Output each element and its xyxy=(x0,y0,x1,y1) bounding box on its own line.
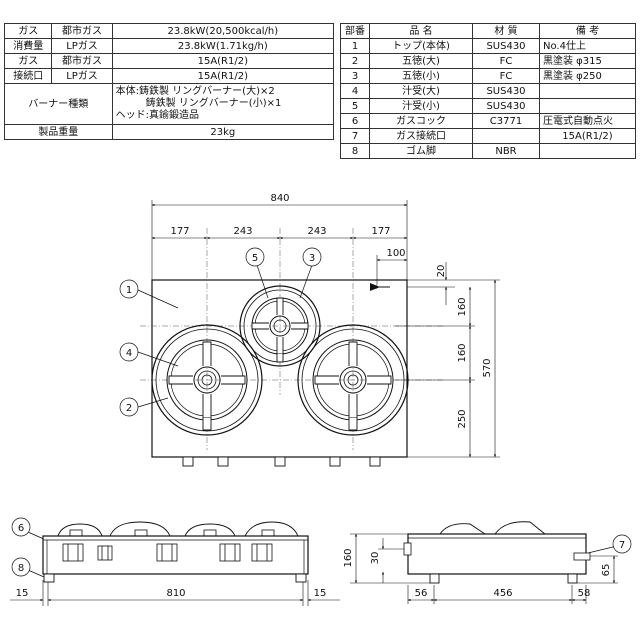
dim-segment: 243 xyxy=(307,226,326,237)
dim-side-vertical: 30 xyxy=(370,552,381,565)
callout-number: 8 xyxy=(18,563,24,574)
callout-number: 4 xyxy=(126,348,132,359)
dim-side-vertical: 160 xyxy=(343,548,354,567)
row-sublabel: LPガス xyxy=(51,68,113,84)
front-view xyxy=(42,521,309,583)
part-note xyxy=(539,143,636,159)
dim-side-vertical: 65 xyxy=(601,564,612,577)
side-view xyxy=(403,521,591,584)
callout-labels: 1 2 3 4 5 6 7 8 xyxy=(18,253,625,574)
dim-side-horizontal: 56 xyxy=(415,588,428,599)
dim-total-depth: 570 xyxy=(482,358,493,377)
dim-front: 810 xyxy=(166,588,185,599)
callouts xyxy=(11,247,632,578)
dim-front: 15 xyxy=(314,588,327,599)
callout-number: 6 xyxy=(18,523,24,534)
dim-segment: 177 xyxy=(170,226,189,237)
dim-right-top: 20 xyxy=(436,265,447,278)
dim-segment: 243 xyxy=(233,226,252,237)
callout-number: 1 xyxy=(126,285,132,296)
callout-number: 5 xyxy=(252,253,258,264)
dimension-lines-top xyxy=(151,200,500,458)
dimension-labels-side: 160 30 65 56 456 58 xyxy=(343,548,612,599)
burner-type-value: 本体:鋳鉄製 リングバーナー(大)×2 鋳鉄製 リングバーナー(小)×1 ヘッド… xyxy=(111,83,335,125)
dimension-lines-side xyxy=(350,533,618,604)
dim-right-segment: 160 xyxy=(457,297,468,316)
weight-value: 23kg xyxy=(111,124,335,140)
part-name: ゴム脚 xyxy=(369,143,473,159)
dim-side-horizontal: 456 xyxy=(493,588,512,599)
callout-number: 3 xyxy=(309,253,315,264)
spec-table-left: ガス 都市ガス 23.8kW(20,500kcal/h) 消費量 LPガス 23… xyxy=(3,23,335,140)
table-row: 1 トップ(本体) SUS430 No.4仕上 xyxy=(340,38,636,54)
part-material: NBR xyxy=(472,143,540,159)
callout-number: 7 xyxy=(619,540,625,551)
dim-right-segment: 250 xyxy=(457,409,468,428)
dimension-lines-front xyxy=(10,580,340,606)
parts-table: 部番 品 名 材 質 備 考 1 トップ(本体) SUS430 No.4仕上 2… xyxy=(340,23,636,159)
table-row: 8 ゴム脚 NBR xyxy=(340,143,636,159)
table-row: 4 汁受(大) SUS430 xyxy=(340,83,636,99)
burner-line: 本体:鋳鉄製 リングバーナー(大)×2 xyxy=(115,86,275,97)
table-row: 3 五徳(小) FC 黒塗装 φ250 xyxy=(340,68,636,84)
burner-line: ヘッド:真鍮鍛造品 xyxy=(115,110,199,121)
dimension-labels-top: 840 177 243 243 177 100 20 160 160 250 5… xyxy=(170,193,493,429)
table-row: 7 ガス接続口 15A(R1/2) xyxy=(340,128,636,144)
callout-number: 2 xyxy=(126,403,132,414)
dim-inlet-offset: 100 xyxy=(386,248,405,259)
feet-top-view xyxy=(182,456,381,467)
dim-side-horizontal: 58 xyxy=(578,588,591,599)
burner-line: 鋳鉄製 リングバーナー(小)×1 xyxy=(145,98,282,109)
dim-front: 15 xyxy=(16,588,29,599)
top-view xyxy=(140,228,445,467)
dim-segment: 177 xyxy=(371,226,390,237)
dim-total-width: 840 xyxy=(270,193,289,204)
dim-right-segment: 160 xyxy=(457,343,468,362)
center-lines xyxy=(140,228,445,450)
dimension-labels-front: 15 810 15 xyxy=(16,588,327,599)
inlet-arrow-head xyxy=(370,283,380,291)
